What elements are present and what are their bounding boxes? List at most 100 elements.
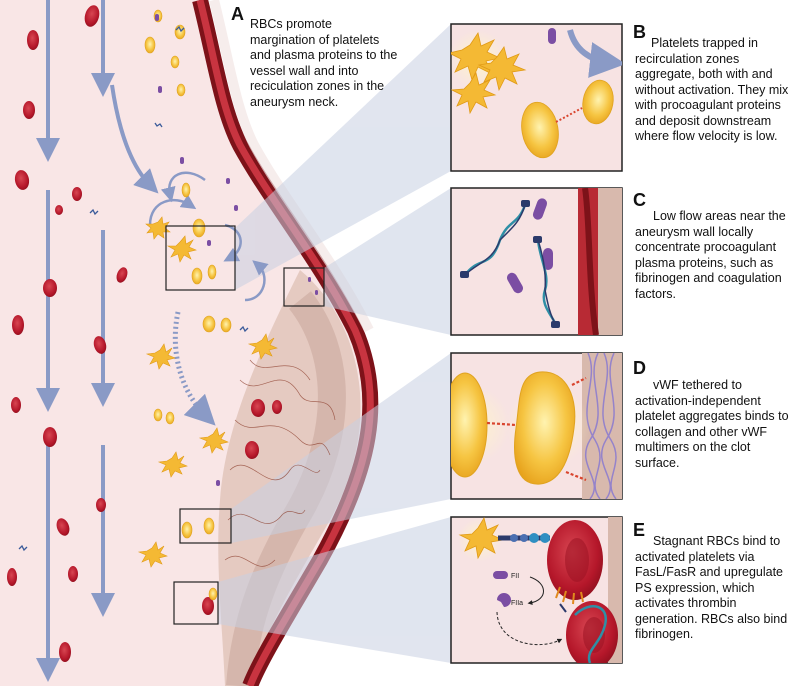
red-blood-cell [12, 315, 24, 335]
recirculation-arrow [148, 194, 197, 226]
panel-d-letter: D [633, 358, 646, 378]
plasma-protein [543, 248, 553, 270]
red-blood-cell [116, 267, 128, 283]
plasma-protein [180, 157, 184, 164]
panel-c-inset [450, 187, 623, 336]
vwf-tether [555, 107, 583, 123]
panel-e-letter: E [633, 520, 646, 540]
plasma-protein [315, 290, 318, 295]
platelet [207, 264, 217, 280]
callout-wedge-b [235, 24, 451, 290]
red-blood-cell [72, 187, 82, 201]
red-blood-cell [56, 518, 70, 536]
fibrinogen [239, 325, 249, 333]
collagen-fibers [584, 353, 617, 499]
red-blood-cell [43, 427, 57, 447]
activated-platelet [451, 71, 497, 115]
red-blood-cell [7, 568, 17, 586]
activated-platelet [145, 216, 171, 240]
red-blood-cell [11, 397, 21, 413]
plasma-protein [308, 277, 311, 282]
vwf-tether [571, 377, 587, 386]
fasl-fasr-receptor [498, 533, 550, 543]
plasma-protein [158, 86, 162, 93]
red-blood-cell [93, 336, 107, 354]
callout-wedge-e [218, 517, 451, 663]
fibrin-mesh [224, 359, 336, 567]
plasma-protein [507, 272, 523, 294]
platelet [170, 55, 180, 69]
plasma-protein [155, 14, 159, 21]
platelet [174, 24, 186, 40]
recirculation-arrow [160, 171, 206, 203]
panel-e-inset: FII FIIa [450, 516, 623, 664]
platelet-aggregate-b [451, 32, 527, 115]
activated-platelet-group [137, 216, 278, 568]
platelet [191, 267, 203, 285]
fibrinogen [574, 605, 608, 663]
fii-label: FII [511, 573, 519, 580]
recirculation-arrow [223, 223, 242, 262]
fibrinogen [18, 544, 28, 552]
red-blood-cell [202, 597, 214, 615]
thrombin-dashed-arrow [496, 611, 563, 646]
zoom-boxes [165, 225, 325, 625]
prothrombin [493, 571, 508, 579]
ps-expression [555, 586, 584, 613]
platelet [220, 317, 232, 333]
platelet [582, 79, 614, 125]
protein-group [155, 14, 318, 486]
fibrinogen-strands [18, 25, 249, 552]
activation-arrow [527, 576, 544, 606]
activated-platelet [458, 517, 505, 560]
activated-platelet [137, 541, 168, 568]
panel-a-letter: A [231, 4, 244, 24]
red-blood-cell [14, 170, 30, 190]
fibrinogen [89, 208, 99, 216]
plasma-protein [216, 480, 220, 486]
platelet [451, 372, 488, 478]
margination-arrow [110, 84, 159, 194]
callout-wedge-d [231, 353, 451, 543]
platelet [165, 411, 175, 425]
callout-wedges [218, 24, 451, 663]
activated-platelet [198, 427, 229, 454]
flow-arrow-b [567, 29, 622, 78]
deposition-arrow [172, 311, 216, 426]
red-blood-cell [23, 101, 35, 119]
zoom-box-b [165, 225, 236, 291]
panel-b-text: Platelets trapped in recirculation zones… [635, 36, 789, 143]
rbc-group [7, 5, 282, 662]
platelet [144, 36, 156, 54]
thrombin [497, 593, 511, 607]
fibrinogen [175, 25, 185, 33]
panel-c-text: Low flow areas near the aneurysm wall lo… [635, 209, 786, 301]
red-blood-cell [59, 642, 71, 662]
platelet [202, 315, 216, 333]
recirculation-arrow [244, 260, 269, 302]
red-blood-cell [84, 5, 100, 27]
activated-platelet [166, 235, 197, 263]
activated-platelet [247, 333, 278, 360]
platelet [176, 83, 186, 97]
fiia-label: FIIa [511, 600, 523, 607]
zoom-box-e [173, 581, 219, 625]
platelet [153, 408, 163, 422]
platelet-group [144, 9, 232, 601]
plasma-protein [234, 205, 238, 211]
red-blood-cell [251, 399, 265, 417]
panel-c-letter: C [633, 190, 646, 210]
zoom-box-d [179, 508, 232, 544]
platelet [192, 218, 206, 238]
red-blood-cell [43, 279, 57, 297]
platelet [203, 517, 215, 535]
activated-platelet [157, 451, 188, 478]
red-blood-cell [27, 30, 39, 50]
plasma-protein [532, 198, 548, 220]
panel-d-text: vWF tethered to activation-independent p… [635, 378, 789, 470]
red-blood-cell [68, 566, 78, 582]
red-blood-cell [245, 441, 259, 459]
plasma-protein [548, 28, 556, 44]
plasma-protein [226, 178, 230, 184]
